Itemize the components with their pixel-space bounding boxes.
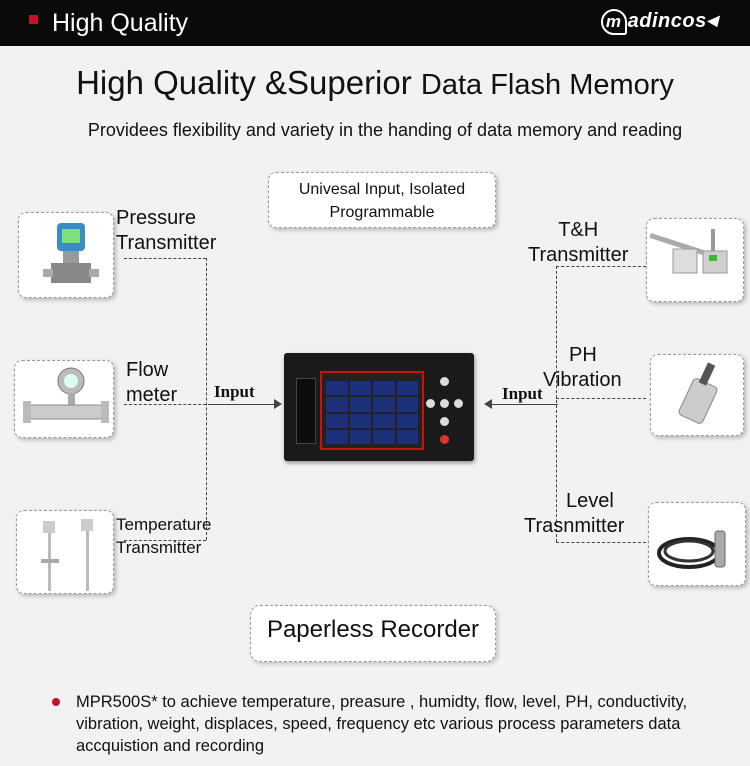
flow-meter-icon bbox=[23, 367, 109, 423]
recorder-device-image bbox=[284, 353, 474, 461]
th-transmitter-icon bbox=[649, 229, 728, 274]
pressure-label: Pressure Transmitter bbox=[116, 207, 217, 254]
temperature-label: Temperature Transmitter bbox=[116, 515, 212, 557]
device-keypad bbox=[424, 371, 466, 455]
arrow-head-icon bbox=[484, 399, 492, 409]
ph-label: PH Vibration bbox=[543, 344, 622, 391]
connector-line bbox=[556, 398, 646, 399]
level-transmitter-icon bbox=[657, 530, 726, 569]
bullet-text: MPR500S* to achieve temperature, preasur… bbox=[76, 693, 688, 755]
headline-tail: Data Flash Memory bbox=[420, 69, 674, 101]
connector-line bbox=[206, 258, 207, 540]
brand-logo: mmadincosadincos◀ bbox=[600, 9, 718, 35]
red-square-icon bbox=[29, 15, 38, 24]
flow-label: Flow meter bbox=[126, 359, 178, 406]
input-right-label: Input bbox=[502, 384, 543, 403]
input-left-label: Input bbox=[214, 382, 255, 401]
top-bar: High Quality mmadincosadincos◀ bbox=[0, 0, 750, 46]
connector-line bbox=[124, 540, 206, 541]
temperature-transmitter-icon bbox=[41, 519, 93, 591]
headline-main: High Quality &Superior bbox=[76, 64, 412, 101]
headline: High Quality &Superior Data Flash Memory bbox=[0, 64, 750, 102]
connector-line bbox=[124, 404, 206, 405]
subheadline: Providees flexibility and variety in the… bbox=[87, 120, 683, 140]
product-label: Paperless Recorder bbox=[266, 616, 480, 643]
input-right-arrow bbox=[490, 404, 558, 405]
arrow-head-icon bbox=[274, 399, 282, 409]
universal-input-box: Univesal Input, Isolated Programmable bbox=[268, 172, 496, 228]
input-left-arrow bbox=[208, 404, 280, 405]
universal-input-line1: Univesal Input, Isolated bbox=[298, 181, 466, 198]
connector-line bbox=[556, 266, 557, 542]
vibration-sensor-image bbox=[650, 354, 744, 436]
connector-line bbox=[556, 542, 646, 543]
usb-panel bbox=[296, 378, 316, 444]
device-screen bbox=[320, 371, 424, 450]
level-transmitter-image bbox=[648, 502, 746, 586]
th-label: T&H Transmitter bbox=[528, 219, 629, 266]
pressure-transmitter-image bbox=[18, 212, 114, 298]
universal-input-line2: Programmable bbox=[329, 204, 435, 221]
flow-meter-image bbox=[14, 360, 114, 438]
screen-grid bbox=[326, 381, 418, 444]
level-label: Level Trasnmitter bbox=[524, 490, 625, 537]
vibration-sensor-icon bbox=[678, 362, 718, 424]
bullet-icon bbox=[52, 698, 60, 706]
th-transmitter-image bbox=[646, 218, 744, 302]
connector-line bbox=[124, 258, 206, 259]
product-label-box: Paperless Recorder bbox=[250, 605, 496, 662]
pressure-transmitter-icon bbox=[43, 223, 99, 283]
connector-line bbox=[556, 266, 646, 267]
temperature-transmitter-image bbox=[16, 510, 114, 594]
section-title: High Quality bbox=[52, 9, 189, 37]
